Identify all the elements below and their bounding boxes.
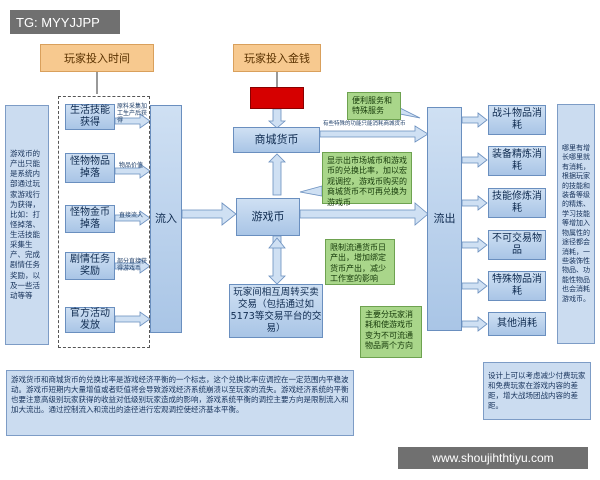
red-block (250, 87, 304, 109)
pointer-service (399, 107, 421, 119)
arrow-sink-3 (461, 195, 488, 211)
pointer-exchange (299, 185, 323, 197)
source-monster-item: 怪物物品掉落 (65, 153, 115, 183)
note-main: 主要分玩家消耗和使游戏币变为不可流通物品两个方向 (360, 306, 422, 358)
sink-battle-item: 战斗物品消耗 (488, 105, 546, 135)
outflow-box: 流出 (427, 107, 462, 331)
watermark-top-left: TG: MYYJJPP (10, 10, 120, 34)
arrow-sink-5 (461, 278, 488, 294)
arrow-source-2 (114, 163, 151, 179)
arrow-sink-4 (461, 237, 488, 253)
left-description: 游戏币的产出只能是系统内部通过玩家游戏行为获得，比如：打怪掉落、生活技能采集生产… (5, 105, 49, 345)
sink-other: 其他消耗 (488, 312, 546, 336)
sink-skill-training: 技能修炼消耗 (488, 188, 546, 218)
arrow-source-5 (114, 311, 151, 327)
note-monster-gold: 直接流入 (119, 212, 144, 219)
arrow-trade-game (268, 237, 286, 249)
source-life-skill: 生活技能获得 (65, 104, 115, 130)
arrow-mall-outflow (319, 125, 429, 143)
source-story-task: 剧情任务奖励 (65, 252, 115, 280)
mall-currency-box: 商城货币 (233, 127, 320, 153)
bottom-right-description: 设计上可以考虑减少付费玩家和免费玩家在游戏内容的差距，增大战场团战内容的差距。 (483, 362, 591, 420)
note-life-skill: 原料采集加工生产后获得 (117, 103, 148, 125)
arrow-red-mall (267, 108, 287, 129)
arrow-sink-1 (461, 112, 488, 128)
sink-untradeable: 不可交易物品 (488, 230, 546, 260)
inflow-box: 流入 (150, 105, 182, 333)
arrow-source-1 (114, 113, 151, 129)
bottom-description: 游戏货币和商城货币的兑换比率是游戏经济平衡的一个标志，这个兑换比率应调控在一定范… (6, 370, 354, 436)
note-story-task: 部分直接获得游戏币 (117, 258, 148, 273)
arrow-source-4 (114, 258, 151, 274)
arrow-game-outflow (299, 202, 429, 226)
sink-special-item: 特殊物品消耗 (488, 271, 546, 301)
note-exchange: 显示出市场城币和游戏币的兑换比率，加以宏观调控，游戏币购买的商城货币不可再兑换为… (322, 152, 412, 207)
trade-box: 玩家间相互周转买卖交易（包括通过如5173等交易平台的交易） (229, 284, 323, 338)
note-service: 便利服务和特殊服务 (347, 92, 401, 120)
mall-note: 有些特殊的功能只能消耗商城货币 (323, 121, 406, 127)
right-description: 哪里有增长哪里就有消耗，根据玩家的技能和装备等级的精炼、学习技能等增加入物属性的… (557, 104, 595, 344)
arrow-game-mall (268, 153, 286, 196)
watermark-bottom-right: www.shoujihthtiyu.com (398, 447, 588, 469)
header-player-time: 玩家投入时间 (40, 44, 154, 72)
header-player-money: 玩家投入金钱 (233, 44, 321, 72)
arrow-sink-2 (461, 152, 488, 168)
source-monster-gold: 怪物金币掉落 (65, 205, 115, 233)
source-official-event: 官方活动发放 (65, 307, 115, 333)
sink-equipment-refine: 装备精炼消耗 (488, 146, 546, 176)
arrow-source-3 (114, 210, 151, 226)
arrow-sink-6 (461, 316, 488, 332)
note-limit: 限制流通货币日产出，增加绑定货币产出，减少工作室的影响 (325, 239, 395, 285)
arrow-inflow-game (181, 202, 237, 226)
game-currency-box: 游戏币 (236, 198, 300, 236)
source-group-frame (58, 96, 150, 348)
note-monster-item: 物品价值 (119, 162, 144, 169)
